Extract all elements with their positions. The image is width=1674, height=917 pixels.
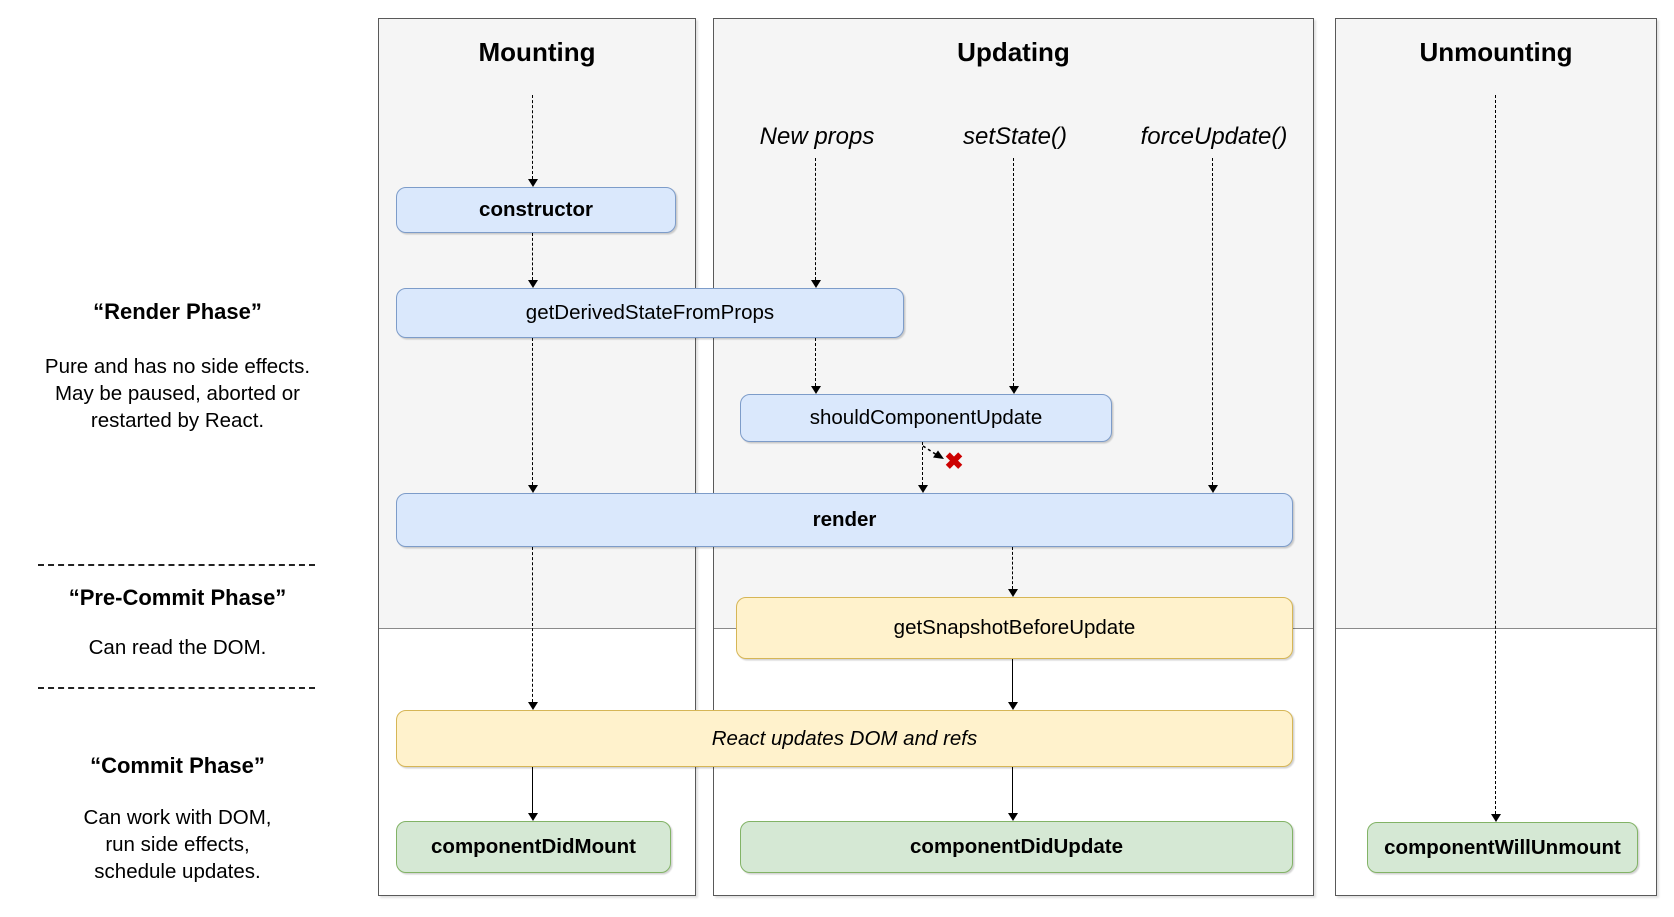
arrowhead-icon: [1490, 814, 1501, 822]
pre-commit-phase-description: Can read the DOM.: [20, 634, 335, 661]
commit-phase-title: “Commit Phase”: [90, 753, 265, 778]
commit-phase-line: run side effects,: [105, 833, 250, 856]
pre-commit-phase-title: “Pre-Commit Phase”: [68, 585, 287, 610]
arrowhead-icon: [1007, 702, 1018, 710]
getsnapshotbeforeupdate-node: getSnapshotBeforeUpdate: [736, 597, 1293, 659]
arrowhead-icon: [527, 702, 538, 710]
new-props-label: New props: [759, 123, 875, 150]
unmounting-column-title: Unmounting: [1419, 37, 1573, 67]
commit-phase-line: Can work with DOM,: [83, 806, 272, 829]
constructor-node: constructor: [396, 187, 676, 233]
render-phase-title: “Render Phase”: [93, 299, 262, 324]
arrowhead-icon: [1008, 386, 1019, 394]
arrowhead-icon: [1007, 589, 1018, 597]
mounting-column-title: Mounting: [478, 37, 596, 67]
arrowhead-icon: [1007, 813, 1018, 821]
render-node: render: [396, 493, 1293, 547]
arrowhead-icon: [810, 386, 821, 394]
getderivedstatefromprops-node: getDerivedStateFromProps: [396, 288, 904, 338]
phase-divider: [38, 564, 315, 566]
commit-phase-line: schedule updates.: [94, 860, 261, 883]
arrowhead-icon: [527, 485, 538, 493]
render-phase-description: Pure and has no side effects. May be pau…: [20, 353, 335, 434]
render-phase-line: restarted by React.: [90, 409, 265, 432]
arrowhead-icon: [917, 485, 928, 493]
react-updates-dom-node: React updates DOM and refs: [396, 710, 1293, 767]
setstate-label: setState(): [962, 123, 1068, 150]
render-phase-line: Pure and has no side effects.: [44, 355, 311, 378]
pre-commit-phase-line: Can read the DOM.: [88, 636, 267, 659]
arrow-shouldcomponentupdate-skip-branch: [922, 445, 944, 459]
skip-render-cross-icon: ✖: [944, 448, 964, 474]
commit-phase-description: Can work with DOM, run side effects, sch…: [20, 804, 335, 885]
forceupdate-label: forceUpdate(): [1140, 123, 1288, 150]
phase-divider: [38, 687, 315, 689]
componentwillunmount-node: componentWillUnmount: [1367, 822, 1638, 873]
shouldcomponentupdate-node: shouldComponentUpdate: [740, 394, 1112, 442]
arrowhead-icon: [527, 813, 538, 821]
arrowhead-icon: [1207, 485, 1218, 493]
componentdidupdate-node: componentDidUpdate: [740, 821, 1293, 873]
arrowhead-icon: [527, 280, 538, 288]
updating-column-title: Updating: [957, 37, 1070, 67]
render-phase-line: May be paused, aborted or: [54, 382, 301, 405]
arrowhead-icon: [527, 179, 538, 187]
arrowhead-icon: [810, 280, 821, 288]
componentdidmount-node: componentDidMount: [396, 821, 671, 873]
